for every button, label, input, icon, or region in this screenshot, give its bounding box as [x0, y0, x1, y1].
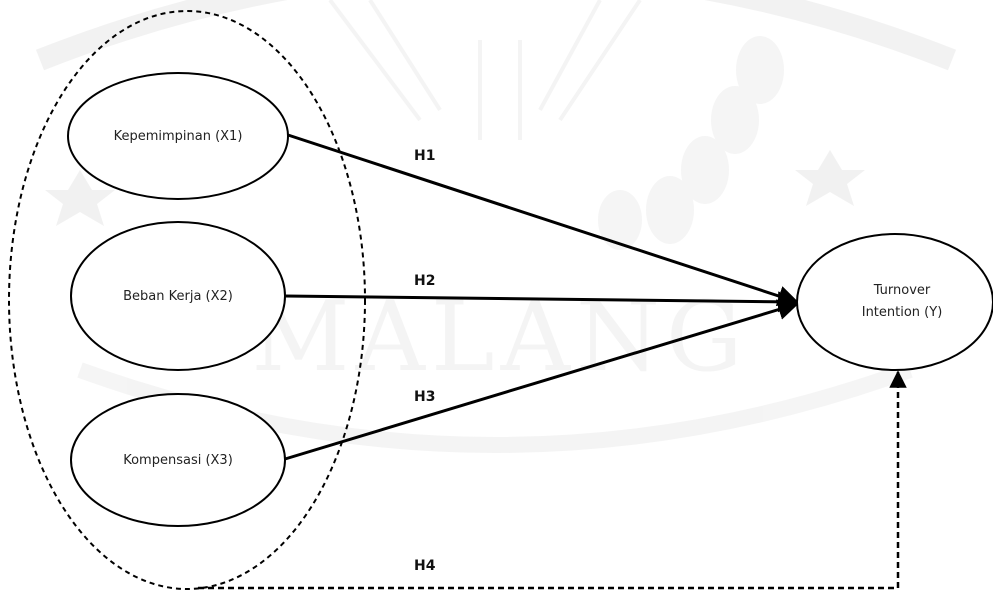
arrow-h4: [198, 370, 907, 590]
arrow-h3: [284, 299, 800, 461]
node-beban-kerja-label: Beban Kerja (X2): [123, 289, 233, 304]
arrow-h2: [284, 291, 800, 313]
arrow-h1: [287, 133, 799, 307]
node-turnover-label-line2: Intention (Y): [862, 305, 943, 320]
hypothesis-label-h1: H1: [414, 148, 435, 164]
node-kompensasi: Kompensasi (X3): [70, 393, 286, 527]
node-kompensasi-label: Kompensasi (X3): [123, 453, 233, 468]
node-turnover-label-line1: Turnover: [873, 283, 931, 298]
hypothesis-label-h3: H3: [414, 389, 435, 405]
node-kepemimpinan: Kepemimpinan (X1): [67, 72, 289, 200]
node-kepemimpinan-label: Kepemimpinan (X1): [114, 129, 243, 144]
hypothesis-label-h2: H2: [414, 273, 435, 289]
independent-variables-group: [8, 10, 366, 590]
node-beban-kerja: Beban Kerja (X2): [70, 221, 286, 371]
hypothesis-label-h4: H4: [414, 558, 436, 574]
node-turnover-intention: Turnover Intention (Y): [796, 233, 993, 371]
